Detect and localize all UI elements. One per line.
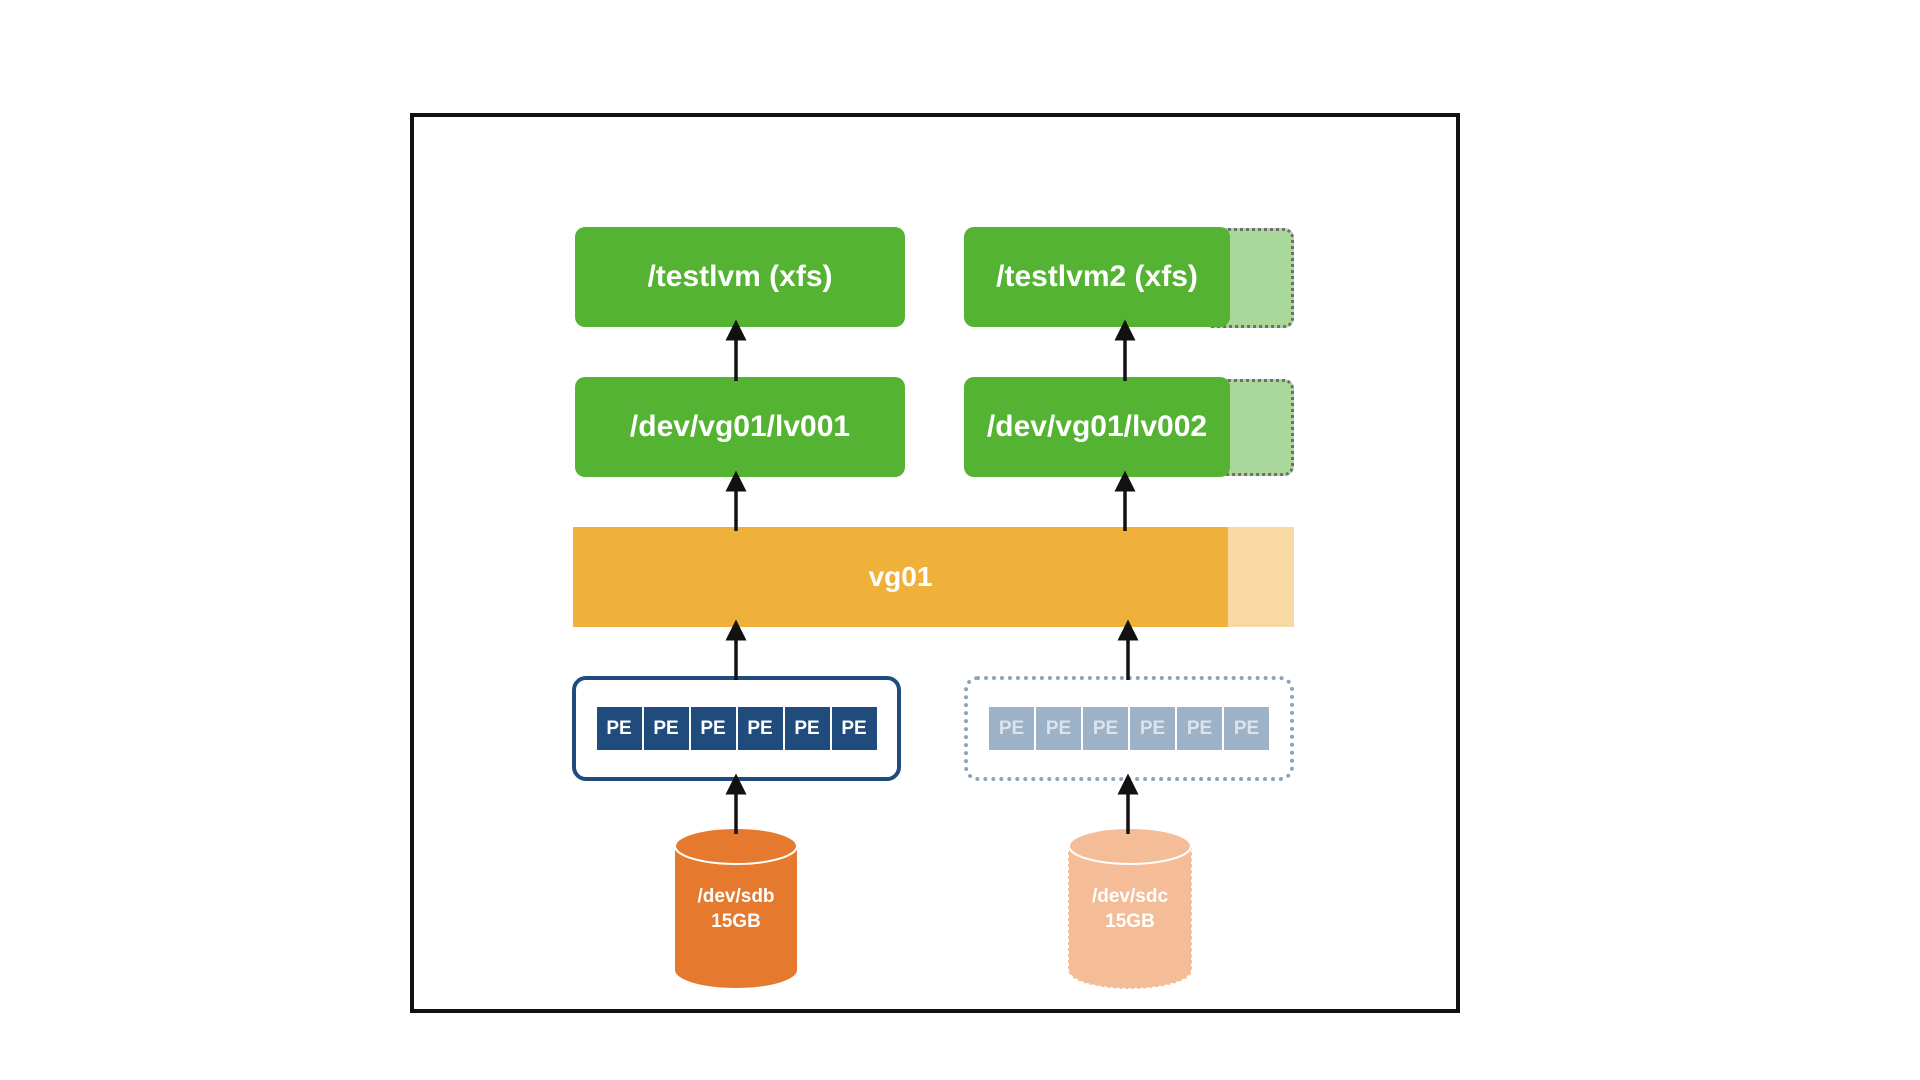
filesystem-testlvm-label: /testlvm (xfs) xyxy=(647,260,833,293)
disk-sdc-cylinder-icon xyxy=(1068,827,1192,989)
physical-extent: PE xyxy=(643,707,689,750)
physical-volume-sdb: PE PE PE PE PE PE xyxy=(572,676,901,781)
logical-volume-lv001: /dev/vg01/lv001 xyxy=(575,377,905,477)
filesystem-testlvm2: /testlvm2 (xfs) xyxy=(964,227,1230,327)
volume-group-vg01: vg01 xyxy=(573,527,1228,627)
pe-row-sdc: PE PE PE PE PE PE xyxy=(989,707,1269,750)
logical-volume-lv002: /dev/vg01/lv002 xyxy=(964,377,1230,477)
disk-sdb-cylinder-icon xyxy=(674,827,798,988)
disk-sdb-device: /dev/sdb xyxy=(697,886,775,907)
physical-extent: PE xyxy=(784,707,830,750)
logical-volume-lv001-label: /dev/vg01/lv001 xyxy=(629,410,851,443)
physical-volume-sdc: PE PE PE PE PE PE xyxy=(964,676,1294,781)
disk-sdb: /dev/sdb 15GB xyxy=(673,826,799,990)
physical-extent: PE xyxy=(831,707,877,750)
physical-extent: PE xyxy=(737,707,783,750)
physical-extent: PE xyxy=(1130,707,1175,750)
physical-extent: PE xyxy=(989,707,1034,750)
pe-row-sdb: PE PE PE PE PE PE xyxy=(596,707,877,750)
diagram-frame xyxy=(410,113,1460,1013)
disk-sdb-size: 15GB xyxy=(711,911,761,932)
physical-extent: PE xyxy=(1036,707,1081,750)
physical-extent: PE xyxy=(1083,707,1128,750)
disk-sdc: /dev/sdc 15GB xyxy=(1067,826,1193,990)
volume-group-label: vg01 xyxy=(868,561,933,592)
physical-extent: PE xyxy=(1224,707,1269,750)
physical-extent: PE xyxy=(690,707,736,750)
disk-sdc-device: /dev/sdc xyxy=(1091,886,1169,907)
volume-group-extension xyxy=(1226,527,1294,627)
filesystem-testlvm2-label: /testlvm2 (xfs) xyxy=(996,260,1198,293)
disk-sdc-size: 15GB xyxy=(1105,911,1155,932)
physical-extent: PE xyxy=(596,707,642,750)
logical-volume-lv002-label: /dev/vg01/lv002 xyxy=(986,410,1208,443)
physical-extent: PE xyxy=(1177,707,1222,750)
filesystem-testlvm: /testlvm (xfs) xyxy=(575,227,905,327)
